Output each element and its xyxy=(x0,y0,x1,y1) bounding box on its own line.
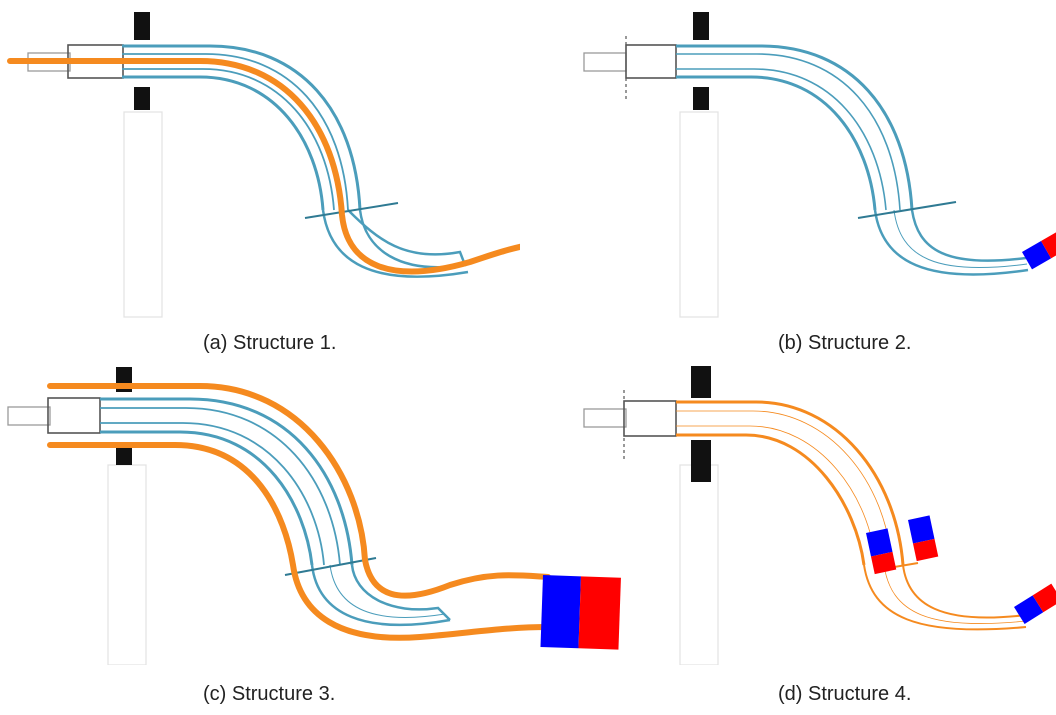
catheter-inner-top xyxy=(676,53,901,211)
structure-4-diagram xyxy=(583,366,1056,665)
support-stand xyxy=(107,464,147,665)
guide-wire xyxy=(7,58,520,275)
base-housing xyxy=(47,397,101,434)
catheter-inner-bottom xyxy=(676,68,887,211)
distal-segment-core xyxy=(883,564,1027,624)
joint-plane xyxy=(857,201,957,219)
caption-a: (a) Structure 1. xyxy=(203,332,337,354)
joint-plane xyxy=(304,202,399,219)
magnet-south-pole xyxy=(908,515,935,544)
magnet-south-pole xyxy=(866,528,893,557)
magnet xyxy=(1021,230,1056,270)
lower-clamp xyxy=(134,87,150,110)
distal-segment-core xyxy=(893,209,1028,269)
caption-c: (c) Structure 3. xyxy=(203,683,336,705)
magnet-north-pole xyxy=(1032,583,1056,613)
support-stand xyxy=(679,464,719,665)
structure-2-diagram xyxy=(583,12,1056,318)
distal-segment-inner xyxy=(321,209,469,278)
distal-segment-outer xyxy=(910,209,1027,262)
catheter-outer-bottom xyxy=(676,433,866,566)
base-housing xyxy=(625,44,677,79)
magnet-south-pole xyxy=(1021,241,1052,270)
sheath-bottom xyxy=(47,442,551,641)
lower-clamp xyxy=(116,445,132,465)
magnet-south-pole xyxy=(540,575,581,649)
distal-segment-inner xyxy=(873,209,1029,276)
base-rod xyxy=(583,52,627,72)
support-stand xyxy=(123,111,163,318)
base-rod xyxy=(7,406,51,426)
catheter-inner-bottom xyxy=(122,68,335,211)
catheter-outer-bottom xyxy=(122,75,325,211)
joint-plane xyxy=(284,557,377,576)
distal-segment-outer xyxy=(902,564,1027,619)
support-stand xyxy=(679,111,719,318)
lower-clamp xyxy=(691,440,711,482)
tip-magnet xyxy=(1014,583,1056,624)
catheter-inner-top xyxy=(100,407,341,566)
distal-segment-outer xyxy=(350,564,451,621)
catheter-outer-top xyxy=(676,44,914,211)
upper-clamp xyxy=(691,366,711,398)
distal-segment-core xyxy=(329,564,446,618)
catheter-outer-bottom xyxy=(100,430,314,566)
structure-3-diagram xyxy=(7,367,621,665)
distal-segment-inner xyxy=(310,564,451,627)
caption-b: (b) Structure 2. xyxy=(778,332,912,354)
panel-b xyxy=(536,0,1056,330)
lower-clamp xyxy=(693,87,709,110)
catheter-outer-bottom xyxy=(676,75,877,211)
catheter-outer-top xyxy=(100,397,354,566)
magnet-south-pole xyxy=(1014,595,1044,624)
catheter-inner-top xyxy=(122,53,349,211)
upper-clamp xyxy=(693,12,709,40)
catheter-outer-top xyxy=(122,44,362,211)
magnet-north-pole xyxy=(578,576,621,650)
magnet xyxy=(540,575,621,650)
base-housing xyxy=(623,400,677,437)
sheath-top xyxy=(47,383,551,599)
caption-d: (d) Structure 4. xyxy=(778,683,912,705)
panel-a xyxy=(0,0,520,330)
magnet-north-pole xyxy=(870,551,897,575)
distal-segment-inner xyxy=(863,564,1027,631)
structure-1-diagram xyxy=(7,12,520,318)
catheter-outer-top xyxy=(676,400,905,566)
right-side-magnet xyxy=(908,515,939,562)
panel-c xyxy=(0,365,640,665)
base-rod xyxy=(583,408,627,428)
panel-d xyxy=(536,365,1056,665)
left-side-magnet xyxy=(866,528,897,575)
catheter-inner-bottom xyxy=(100,422,325,566)
upper-clamp xyxy=(134,12,150,40)
magnet-north-pole xyxy=(912,538,939,562)
